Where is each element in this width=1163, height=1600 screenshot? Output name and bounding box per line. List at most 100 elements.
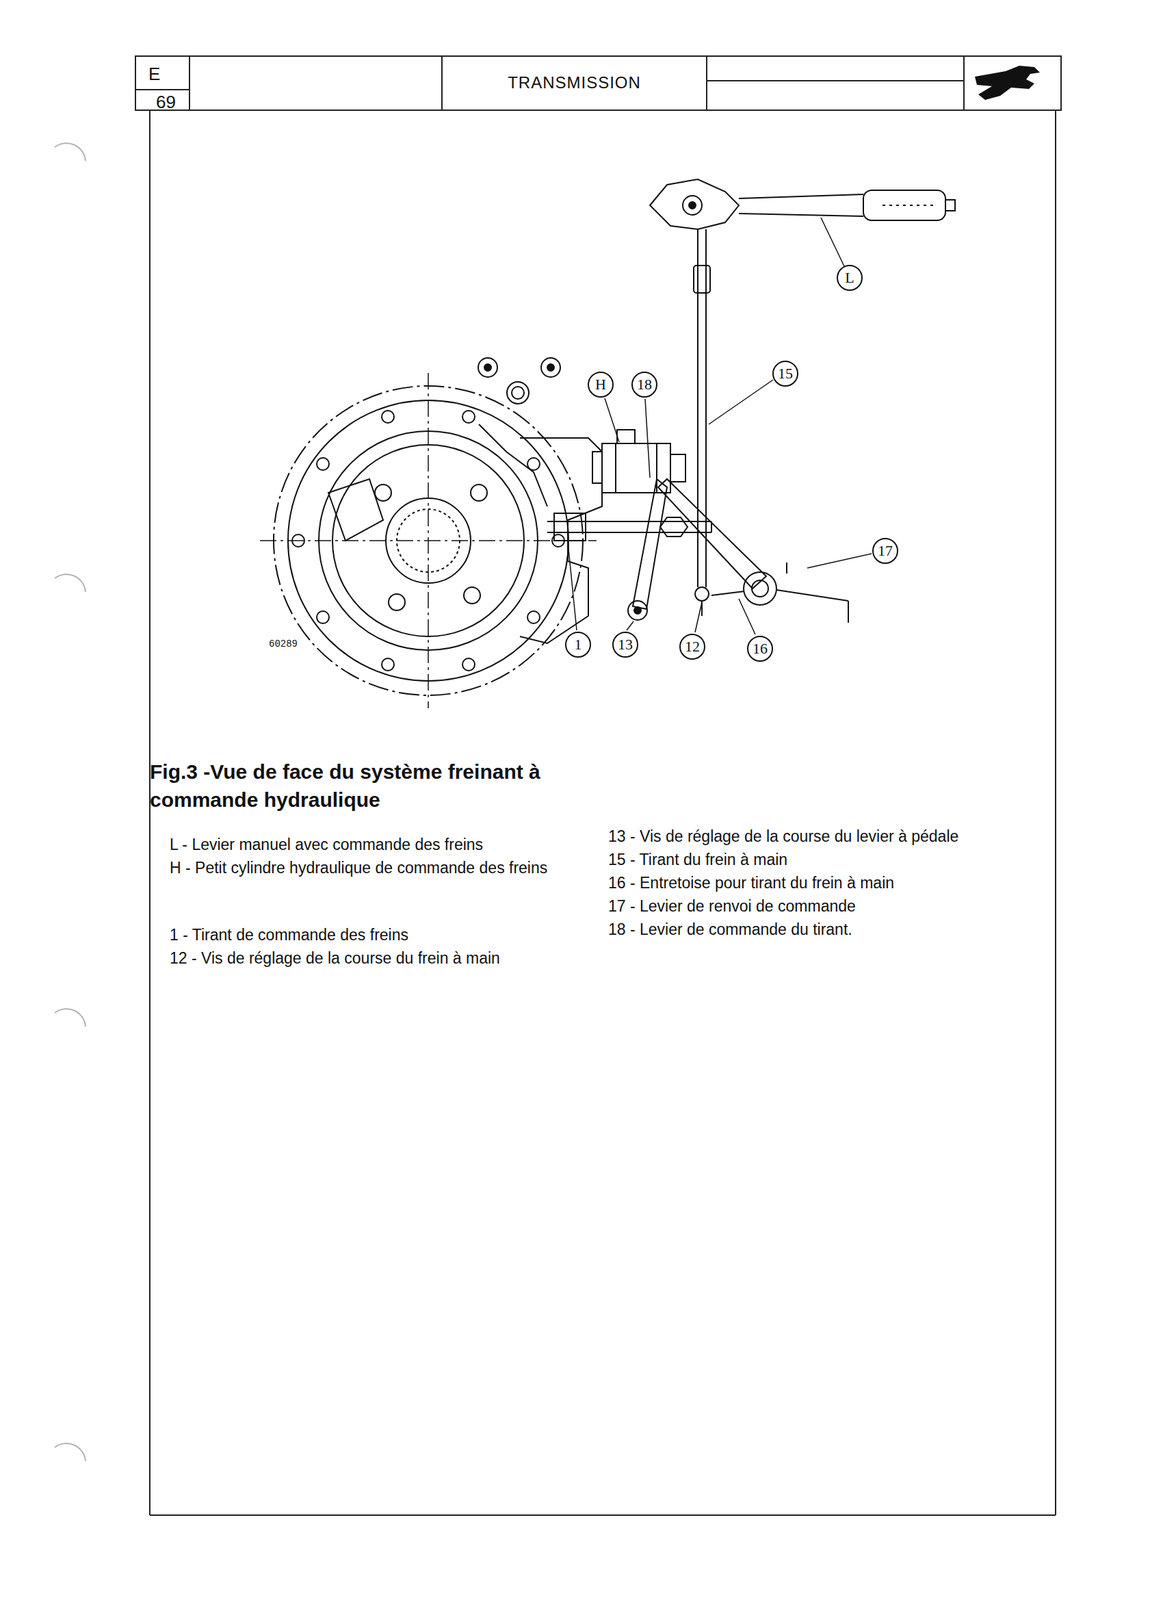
leader-lines [695,602,702,633]
hand-brake-rod [697,229,699,587]
page-frame [149,1513,1056,1516]
leader-lines [626,621,634,631]
brake-disc [381,410,395,423]
brake-housing [541,357,561,377]
hand-lever [688,201,696,209]
brake-housing [547,363,555,371]
page-frame [963,56,965,111]
leader-lines [738,598,756,635]
callout-number: 16 [747,635,774,662]
brake-disc [259,372,597,709]
hand-brake-rod [695,586,709,601]
callout-text: H [595,376,607,392]
callout-text: 1 [574,636,583,652]
hand-brake-rod [693,229,711,616]
hand-lever [738,194,864,199]
brake-disc [316,457,330,470]
section-letter: E [148,62,161,86]
brake-disc [427,372,429,709]
brake-rod [554,513,586,541]
figure-reference: 60289 [267,638,299,651]
leader-lines [807,553,872,568]
wrench-icon [974,65,1040,100]
header-title: TRANSMISSION [441,72,707,94]
hydraulic-cylinder [615,443,617,493]
page-frame [1054,110,1057,1515]
brake-disc [462,410,475,423]
page-frame [135,56,1062,1515]
relay-lever [658,478,767,589]
callout-number: 1 [565,631,592,658]
brake-rod [547,531,712,533]
callout-text: L [844,270,854,286]
brake-disc [381,658,395,671]
binder-holes [54,142,86,1461]
relay-lever [743,571,777,605]
key-item: 13 - Vis de réglage de la course du levi… [608,825,1090,848]
brake-disc [316,610,330,624]
brake-rod [547,520,712,522]
relay-lever [786,562,788,574]
callout-text: 18 [636,376,652,392]
page-frame [135,88,190,91]
callout-number: 18 [631,371,658,398]
leader-lines [645,398,650,478]
leader-lines [708,379,774,425]
brake-housing [484,363,492,371]
page-frame [135,56,1062,111]
binder-holes [54,573,86,592]
leader-lines [567,541,577,631]
hand-brake-rod [705,229,707,587]
brake-housing [506,381,529,404]
brake-housing [478,357,603,644]
callout-text: 12 [684,638,700,655]
pedal-lever [634,606,642,614]
binder-holes [54,1008,86,1027]
brake-housing [478,357,498,377]
page-frame [149,110,151,1515]
callout-text: 16 [752,641,768,657]
callout-number: H [587,371,614,398]
page-frame [706,80,964,82]
page-frame [441,56,443,111]
relay-lever [751,580,769,597]
callout-number: 13 [612,631,639,658]
key-item: 1 - Tirant de commande des freins [169,923,617,947]
brake-housing [519,437,603,644]
callout-number: 17 [872,537,899,564]
leader-lines [567,217,872,635]
brake-disc [470,484,488,501]
leader-lines [604,398,620,442]
hand-lever [682,195,702,215]
callout-text: 15 [777,366,793,382]
hand-lever [649,179,739,230]
relay-lever [847,600,849,623]
brake-rod [660,517,688,537]
page-number: 69 [155,90,176,114]
key-item: H - Petit cylindre hydraulique de comman… [169,856,617,880]
callout-number: L [836,264,863,291]
hydraulic-cylinder [617,429,635,444]
relay-lever [776,589,849,601]
callout-text: 17 [877,543,893,559]
callout-text: 13 [617,636,633,652]
pedal-lever [628,478,668,620]
brake-disc [374,484,392,501]
leader-lines [820,217,845,267]
callout-number: 15 [772,360,799,387]
hand-lever [882,204,938,206]
relay-lever [711,591,745,596]
hydraulic-cylinder [670,454,686,482]
key-item: 18 - Levier de commande du tirant. [608,918,1090,941]
brake-housing [511,386,525,399]
callout-number: 12 [679,633,706,660]
hand-lever [863,190,946,221]
brake-disc [463,586,481,604]
brake-disc [328,478,384,541]
wrench-icon [974,65,1040,100]
brake-disc [527,610,540,624]
figure-caption: Fig.3 -Vue de face du système freinant à… [149,758,588,814]
brake-disc [388,593,405,611]
key-item: 16 - Entretoise pour tirant du frein à m… [608,871,1090,895]
page-frame [706,56,708,111]
